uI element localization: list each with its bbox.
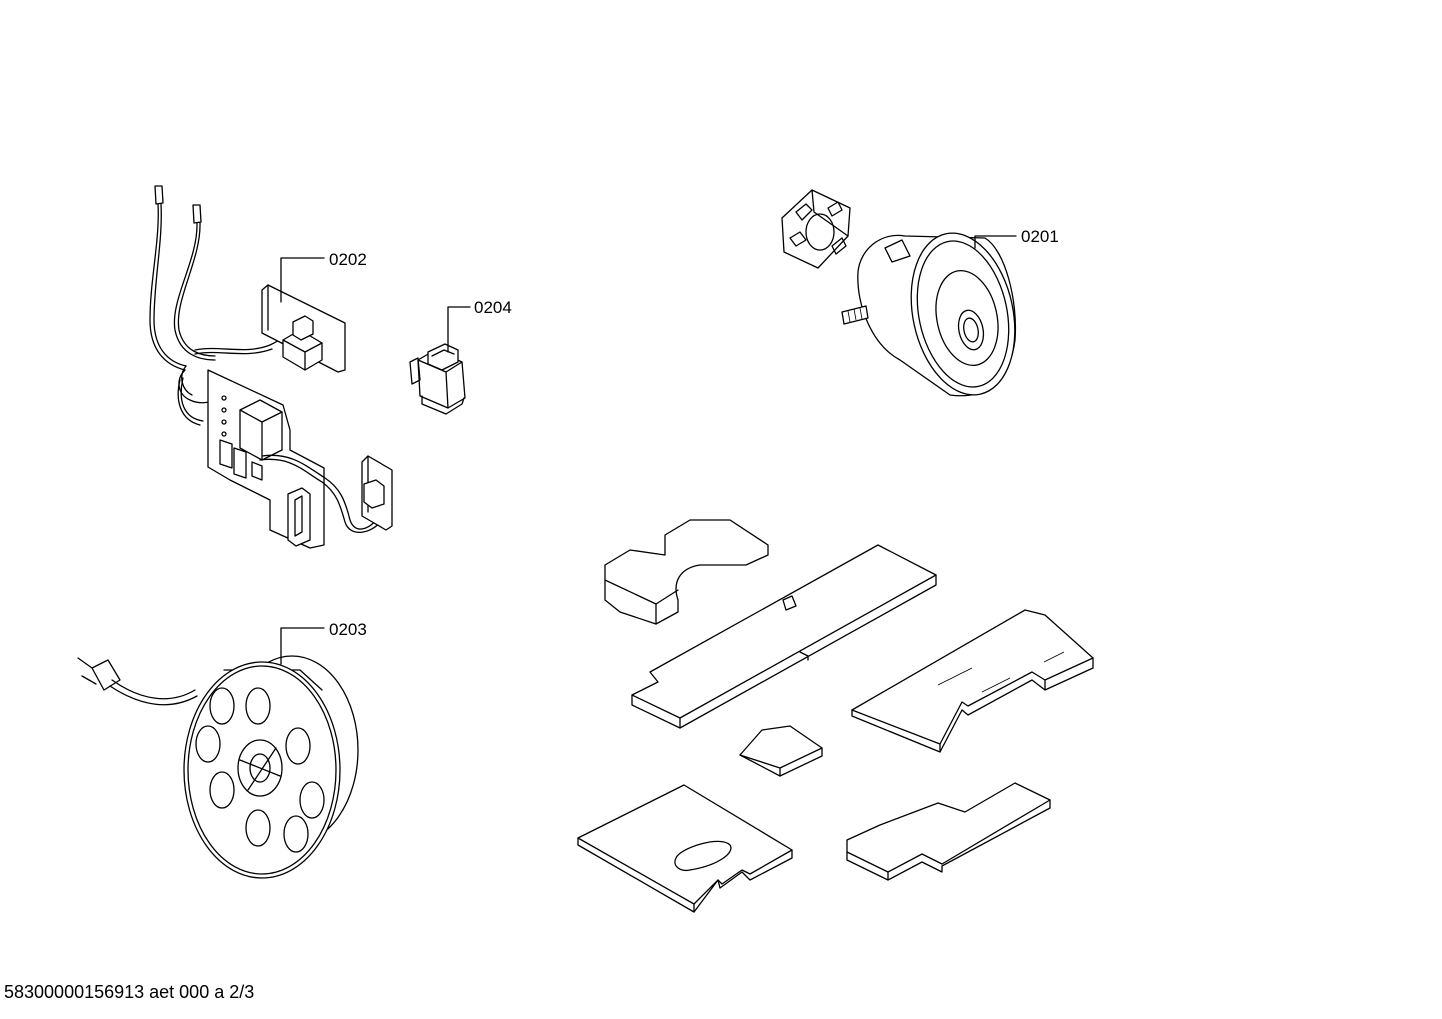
part-0203-cable-reel <box>77 655 359 879</box>
callout-0202: 0202 <box>329 250 367 269</box>
callout-0203: 0203 <box>329 620 367 639</box>
callout-0204: 0204 <box>474 298 512 317</box>
part-0202-pcb-harness <box>149 185 393 549</box>
part-0204-connector <box>409 343 466 415</box>
leader-0203 <box>280 627 325 665</box>
document-id: 58300000156913 aet 000 a 2/3 <box>4 982 254 1002</box>
callout-0201: 0201 <box>1021 227 1059 246</box>
leader-lines <box>280 235 1017 665</box>
reel-holes <box>195 687 325 853</box>
leader-0204 <box>447 306 471 353</box>
leader-0201 <box>974 235 1017 249</box>
foam-pieces <box>577 519 1094 913</box>
part-0201-motor <box>781 189 1017 397</box>
leader-0202 <box>280 257 325 303</box>
